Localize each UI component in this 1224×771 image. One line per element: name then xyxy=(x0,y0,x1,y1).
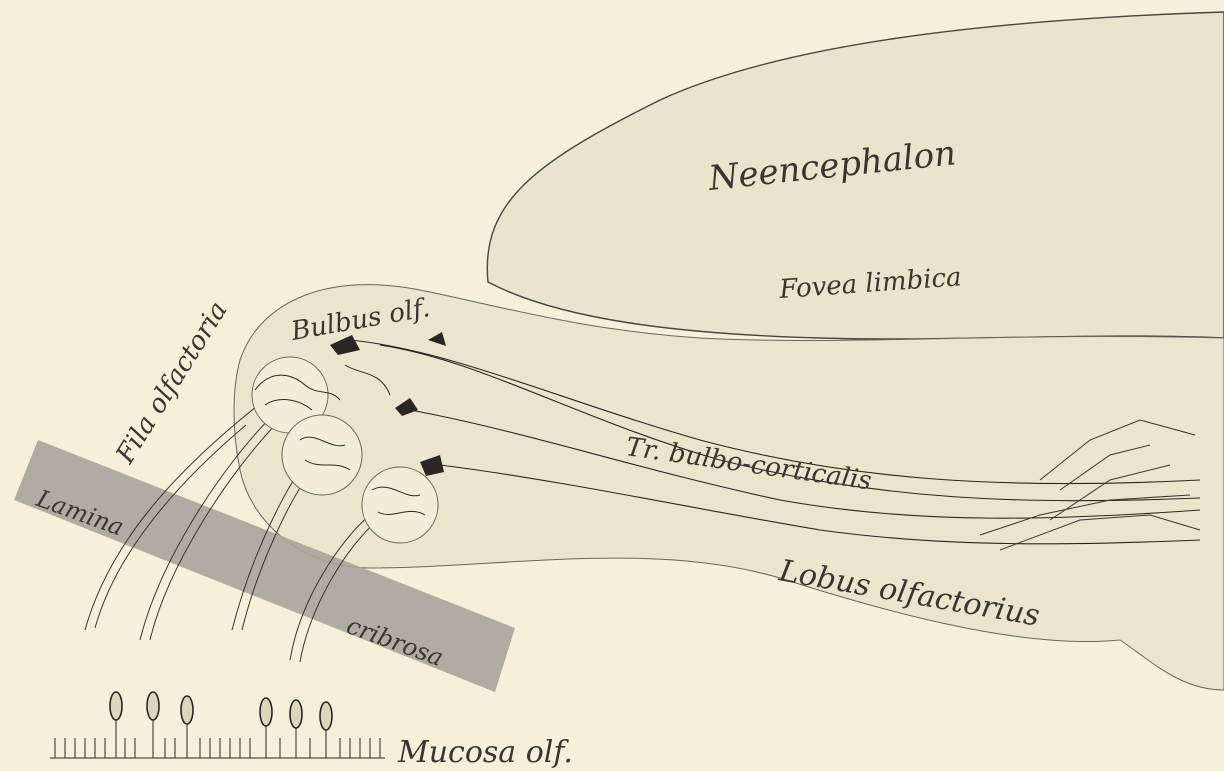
mucosa-olfactoria xyxy=(50,720,385,758)
label-mucosa-olf: Mucosa olf. xyxy=(397,735,573,770)
olfactory-receptor-cells xyxy=(110,692,332,730)
label-fila-olfactoria: Fila olfactoria xyxy=(110,296,234,469)
